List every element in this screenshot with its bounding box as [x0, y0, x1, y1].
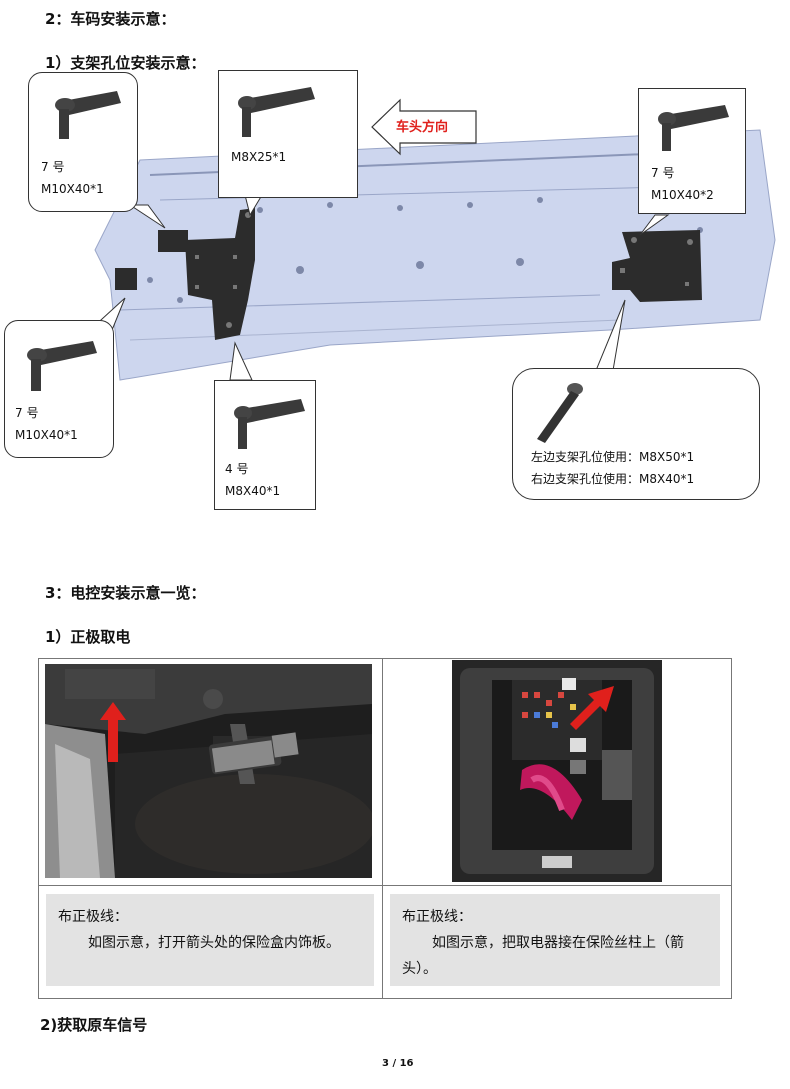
- bolt-icon: [238, 87, 315, 137]
- section-3-title: 3：电控安装示意一览：: [45, 584, 206, 602]
- note-box-right: [390, 894, 720, 986]
- red-arrow-up-icon: [100, 702, 126, 762]
- callout-line-1: M8X25*1: [231, 150, 287, 164]
- callout-bottom-right: 左边支架孔位使用：M8X50*1 右边支架孔位使用：M8X40*1: [512, 368, 760, 500]
- note-right-text-line1: 如图示意，把取电器接在保险丝柱上（箭: [432, 935, 684, 951]
- note-left-label: 布正极线：: [58, 909, 128, 925]
- callout-line-2: M10X40*2: [651, 188, 714, 202]
- direction-arrow-icon: [371, 98, 477, 156]
- bolt-icon: [234, 399, 305, 449]
- bolt-icon: [27, 341, 97, 391]
- right-bracket: [612, 230, 702, 302]
- long-bolt-icon: [537, 383, 583, 443]
- callout-line-2: 右边支架孔位使用：M8X40*1: [531, 472, 695, 486]
- callout-line-2: M10X40*1: [41, 182, 104, 196]
- power-title: 1）正极取电: [45, 628, 131, 646]
- note-cell-right: [382, 885, 732, 999]
- signal-title: 2)获取原车信号: [40, 1016, 148, 1034]
- callout-top-right: 7 号 M10X40*2: [638, 88, 746, 214]
- left-bracket: [115, 208, 255, 340]
- page-number: 3 / 16: [382, 1058, 414, 1069]
- callout-line-2: M8X40*1: [225, 484, 281, 498]
- callout-top-center: M8X25*1: [218, 70, 358, 198]
- callout-line-2: M10X40*1: [15, 428, 78, 442]
- subsection-1-title: 1）支架孔位安装示意：: [45, 54, 206, 72]
- callout-top-left: 7 号 M10X40*1: [28, 72, 138, 212]
- bolt-icon: [55, 91, 121, 139]
- note-right-text-line2: 头）。: [402, 961, 437, 977]
- footwell-photo: [45, 664, 372, 878]
- note-left-text: 如图示意，打开箭头处的保险盒内饰板。: [88, 935, 340, 951]
- bolt-icon: [658, 105, 729, 151]
- note-right-label: 布正极线：: [402, 909, 472, 925]
- fuse-box-photo: [452, 660, 662, 882]
- callout-line-1: 7 号: [41, 160, 65, 174]
- callout-line-1: 左边支架孔位使用：M8X50*1: [531, 450, 695, 464]
- callout-line-1: 7 号: [15, 406, 39, 420]
- callout-bottom-center: 4 号 M8X40*1: [214, 380, 316, 510]
- callout-mid-left: 7 号 M10X40*1: [4, 320, 114, 458]
- callout-line-1: 4 号: [225, 462, 249, 476]
- red-arrow-diagonal-icon: [570, 686, 614, 730]
- section-2-title: 2：车码安装示意：: [45, 10, 176, 28]
- direction-label: 车头方向: [396, 120, 449, 135]
- note-box-left: [46, 894, 374, 986]
- callout-line-1: 7 号: [651, 166, 675, 180]
